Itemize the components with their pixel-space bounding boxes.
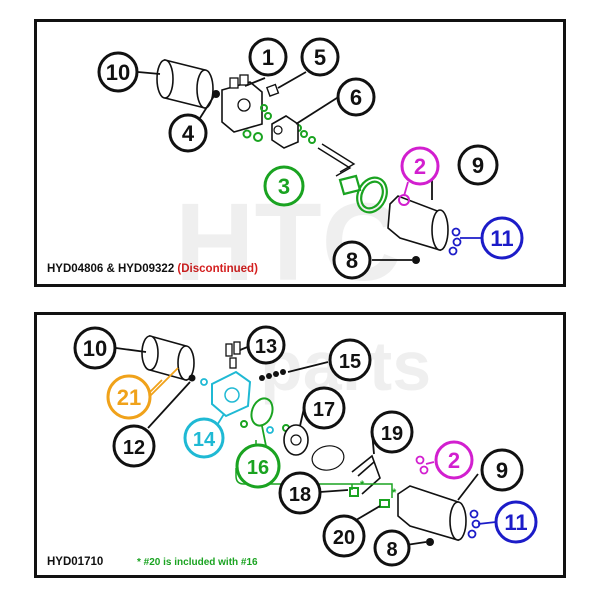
top-model-caption: HYD04806 & HYD09322 (Discontinued) [47, 263, 258, 275]
discontinued-note: (Discontinued) [177, 263, 258, 275]
bottom-model-caption: HYD01710 [47, 556, 104, 568]
top-model-numbers: HYD04806 & HYD09322 [47, 263, 175, 275]
bottom-diagram-panel: HYD01710 * #20 is included with #16 [34, 312, 566, 578]
top-diagram-panel: HYD04806 & HYD09322 (Discontinued) [34, 19, 566, 287]
included-footnote: * #20 is included with #16 [137, 557, 258, 568]
